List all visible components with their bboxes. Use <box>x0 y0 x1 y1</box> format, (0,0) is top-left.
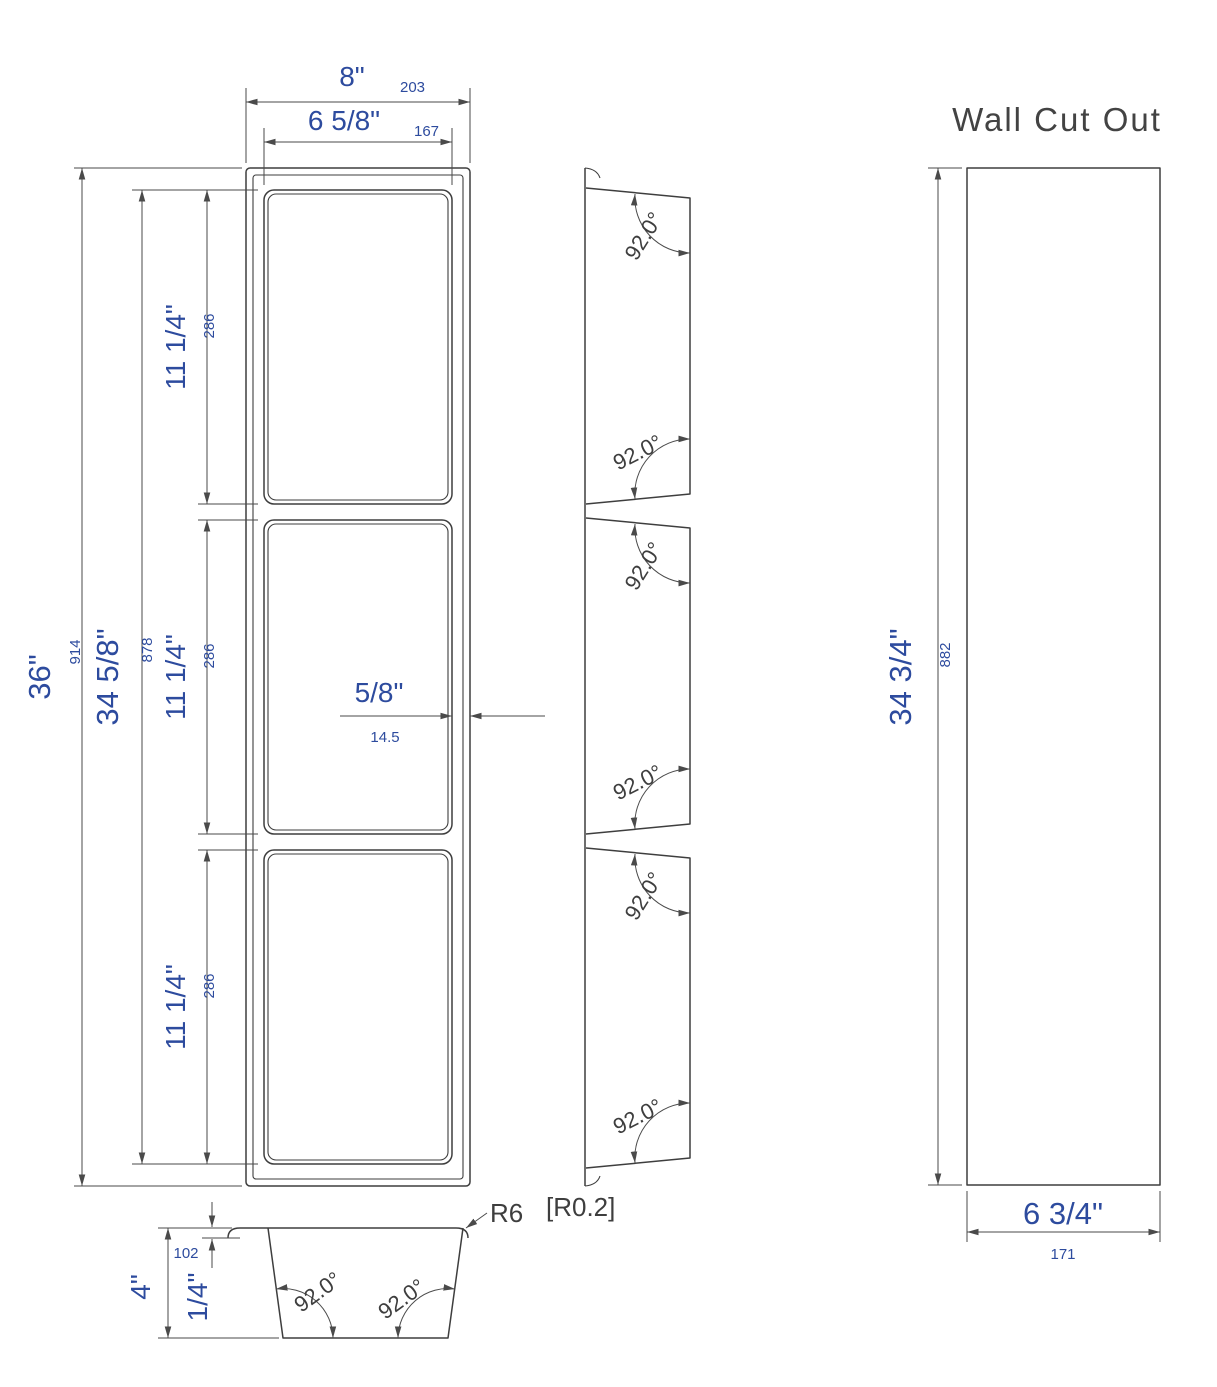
dim-text-outer-height-mm: 914 <box>67 639 84 664</box>
side-bottom-return <box>584 1175 601 1187</box>
radius-label: R6 <box>490 1198 523 1228</box>
side-view: 92.0° 92.0° 92.0° 92.0° 92.0° 92.0° <box>584 167 691 1187</box>
front-opening-3-outer <box>263 849 453 1165</box>
radius-bracket-label: [R0.2] <box>546 1192 615 1222</box>
dim-text-cutout-height-in: 34 3/4" <box>883 628 918 725</box>
angle-arc <box>275 1284 337 1339</box>
front-flange-outline <box>252 174 464 1180</box>
dim-text-shelf3-mm: 286 <box>201 973 218 998</box>
front-opening-1-inner <box>267 193 449 501</box>
dim-text-cutout-width-mm: 171 <box>1050 1246 1075 1263</box>
angle-label: 92.0° <box>289 1267 345 1318</box>
front-outer-outline <box>245 167 471 1187</box>
front-view <box>245 167 471 1187</box>
angle-arc <box>630 523 691 587</box>
dim-text-thickness-mm: 14.5 <box>370 729 399 746</box>
dim-text-opening-width-mm: 167 <box>414 123 439 140</box>
dim-text-opening-height-in: 34 5/8" <box>90 628 125 725</box>
dim-text-cutout-width-in: 6 3/4" <box>1023 1196 1103 1231</box>
wall-cutout-outline <box>966 167 1161 1186</box>
dim-text-shelf3-in: 11 1/4" <box>160 964 191 1050</box>
dim-front-shelf-heights: 11 1/4" 286 11 1/4" 286 11 1/4" 286 <box>160 190 258 1164</box>
angle-label: 92.0° <box>373 1274 429 1325</box>
section-view: 92.0° 92.0° 4" 102 1/4" R6 [R0.2] <box>125 1192 615 1339</box>
dim-text-depth-in: 4" <box>125 1274 156 1300</box>
dim-text-opening-width-in: 6 5/8" <box>308 105 380 136</box>
dim-text-opening-height-mm: 878 <box>139 637 156 662</box>
angle-label: 92.0° <box>609 1093 666 1139</box>
dim-front-opening-width: 6 5/8" 167 <box>263 105 453 185</box>
dim-front-outer-height: 36" 914 <box>22 167 242 1187</box>
wall-cutout-view: Wall Cut Out 34 3/4" 882 6 3/4" 171 <box>883 101 1162 1263</box>
dim-text-shelf1-mm: 286 <box>201 313 218 338</box>
front-opening-2-inner <box>267 523 449 831</box>
angle-label: 92.0° <box>609 759 666 805</box>
side-pocket-1 <box>585 187 691 505</box>
dim-text-shelf2-in: 11 1/4" <box>160 634 191 720</box>
dim-text-shelf1-in: 11 1/4" <box>160 304 191 390</box>
dim-text-cutout-height-mm: 882 <box>937 642 954 667</box>
dim-text-outer-width-mm: 203 <box>400 79 425 96</box>
front-opening-1-outer <box>263 189 453 505</box>
angle-arc <box>630 435 691 500</box>
angle-label: 92.0° <box>619 538 668 595</box>
angle-arc <box>630 853 691 917</box>
dim-front-outer-width: 8" 203 <box>245 61 471 163</box>
dim-text-outer-height-in: 36" <box>22 654 57 700</box>
angle-arc <box>630 1099 691 1164</box>
dim-text-lip-in: 1/4" <box>182 1273 213 1322</box>
section-channel <box>267 1227 464 1339</box>
angle-label: 92.0° <box>619 868 668 925</box>
wall-cutout-title: Wall Cut Out <box>952 101 1162 138</box>
angle-label: 92.0° <box>609 429 666 475</box>
side-pocket-3 <box>585 847 691 1169</box>
dim-text-outer-width-in: 8" <box>339 61 365 92</box>
dim-text-depth-mm: 102 <box>173 1245 198 1262</box>
side-pocket-2 <box>585 517 691 835</box>
dim-front-wall-thickness: 5/8" 14.5 <box>340 677 545 746</box>
angle-arc <box>630 765 691 830</box>
angle-label: 92.0° <box>619 208 668 265</box>
dim-text-thickness-in: 5/8" <box>355 677 404 708</box>
dim-text-shelf2-mm: 286 <box>201 643 218 668</box>
angle-arc <box>394 1284 456 1339</box>
dim-front-opening-height: 34 5/8" 878 <box>90 189 258 1165</box>
angle-arc <box>630 193 691 257</box>
side-top-return <box>584 167 601 179</box>
radius-leader <box>465 1212 488 1229</box>
section-top-face <box>227 1227 469 1239</box>
front-opening-3-inner <box>267 853 449 1161</box>
front-opening-2-outer <box>263 519 453 835</box>
